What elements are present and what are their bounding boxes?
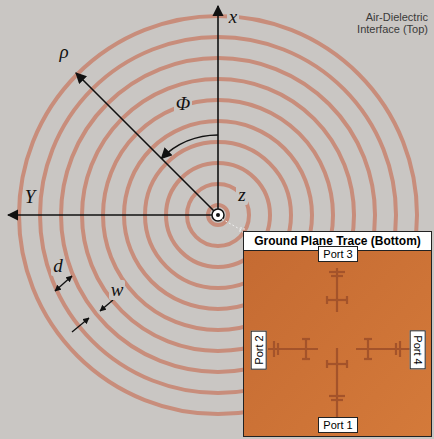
d-dimension-arrow bbox=[55, 276, 72, 291]
port-name: Port 1 bbox=[323, 419, 352, 431]
rho-axis bbox=[76, 73, 214, 211]
ground-plane-traces bbox=[268, 268, 410, 420]
port-name: Port 2 bbox=[253, 335, 265, 364]
port-name: Port 4 bbox=[412, 335, 424, 364]
x-axis bbox=[217, 6, 219, 209]
w-dimension-arrow bbox=[100, 300, 113, 311]
port-label: Port 2 bbox=[251, 330, 267, 369]
port-label: Port 1 bbox=[318, 417, 357, 433]
angle-label: Φ bbox=[174, 94, 192, 114]
coordinate-axes bbox=[8, 6, 218, 215]
phi-arc bbox=[161, 135, 218, 158]
port-label: Port 4 bbox=[410, 330, 426, 369]
axis-label: ρ bbox=[57, 42, 70, 62]
ground-plane-photo bbox=[243, 231, 432, 437]
axis-label: x bbox=[227, 7, 239, 27]
axis-label: z bbox=[236, 185, 247, 205]
port-label: Port 3 bbox=[318, 246, 357, 262]
interface-note: Air-Dielectric Interface (Top) bbox=[332, 12, 428, 35]
dimension-label: d bbox=[51, 256, 65, 276]
port-name: Port 3 bbox=[323, 248, 352, 260]
w-dimension-arrow bbox=[72, 318, 89, 332]
z-out-dot bbox=[216, 213, 220, 217]
axis-label: Y bbox=[23, 187, 38, 207]
inset-panel: Ground Plane Trace (Bottom)Port 3Port 2P… bbox=[243, 231, 432, 437]
dimension-label: w bbox=[109, 280, 126, 300]
zoom-leader bbox=[222, 219, 243, 231]
y-axis bbox=[8, 214, 212, 216]
